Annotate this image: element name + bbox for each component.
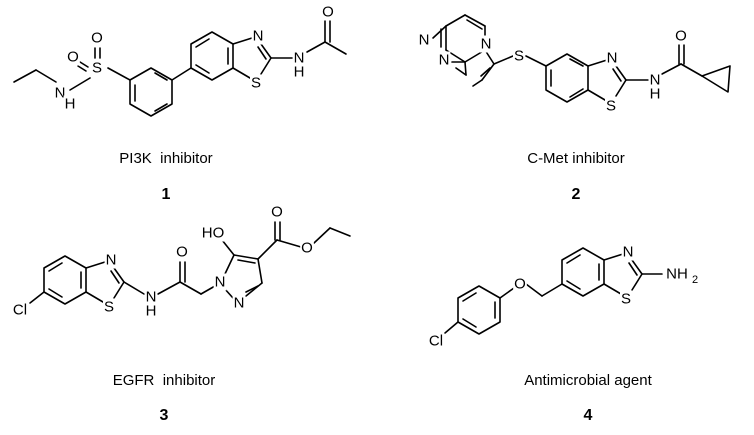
nitrogen-label: N — [607, 50, 618, 67]
nitrogen-label: N — [439, 52, 450, 69]
atom-label-background — [104, 251, 118, 269]
atom-label-background — [621, 243, 635, 261]
nitrogen-label: N — [146, 289, 157, 306]
atom-label-background — [11, 301, 29, 319]
compound-4-number: 4 — [583, 407, 593, 424]
compound-2-number: 2 — [571, 186, 581, 203]
oxygen-label: O — [67, 49, 79, 66]
nitrogen-label: N — [623, 244, 634, 261]
atom-label-background — [690, 274, 700, 286]
oxygen-label: O — [271, 204, 283, 221]
atom-label-background — [674, 27, 688, 45]
sulfur-label: S — [92, 60, 102, 77]
nitrogen-label: N — [294, 50, 305, 67]
atom-label-background — [648, 85, 662, 103]
atom-label-background — [175, 243, 189, 261]
atom-label-background — [251, 27, 265, 45]
compound-4-atom-labels: Cl O N S NH 2 — [427, 243, 700, 350]
oxygen-label: O — [322, 4, 334, 21]
atom-label-background — [90, 59, 104, 77]
oxygen-label: O — [176, 244, 188, 261]
atom-label-background — [417, 31, 431, 49]
atom-label-background — [427, 332, 445, 350]
atom-label-background — [437, 51, 451, 69]
atom-label-background — [665, 265, 689, 283]
compound-2-atom-labels: N N N S N S N H O — [417, 27, 688, 115]
nitrogen-label: N — [419, 32, 430, 49]
atom-label-background — [53, 84, 67, 102]
amine-label: NH — [666, 266, 688, 283]
oxygen-label: O — [675, 28, 687, 45]
sulfur-label: S — [251, 75, 261, 92]
atom-label-background — [292, 63, 306, 81]
atom-label-background — [63, 95, 77, 113]
compound-3-number: 3 — [159, 407, 169, 424]
atom-label-background — [102, 298, 116, 316]
atom-label-background — [292, 49, 306, 67]
hydroxyl-label: HO — [202, 225, 225, 242]
compound-3-atom-labels: Cl N S N H O N N HO O O — [11, 203, 314, 320]
compound-2-caption: C-Met inhibitor — [527, 150, 625, 167]
compound-3-structure: Cl N S N H O N N HO O O — [11, 203, 351, 320]
atom-label-background — [144, 302, 158, 320]
atom-label-background — [605, 49, 619, 67]
compound-1-caption: PI3K inhibitor — [119, 150, 213, 167]
subscript-2: 2 — [692, 274, 698, 286]
atom-label-background — [479, 35, 493, 53]
chlorine-label: Cl — [429, 333, 443, 350]
oxygen-label: O — [91, 30, 103, 47]
oxygen-label: O — [301, 240, 313, 257]
atom-label-background — [512, 47, 526, 65]
compound-1-atom-labels: O O S N H N S N H O — [53, 3, 335, 113]
atom-label-background — [648, 71, 662, 89]
atom-label-background — [619, 290, 633, 308]
oxygen-label: O — [514, 276, 526, 293]
atom-label-background — [90, 29, 104, 47]
compound-2-structure: N N N S N S N H O — [417, 14, 731, 115]
atom-label-background — [200, 224, 226, 242]
nitrogen-label: N — [253, 28, 264, 45]
hydrogen-label: H — [650, 86, 661, 103]
compound-3-bonds — [29, 221, 351, 305]
atom-label-background — [604, 97, 618, 115]
atom-label-background — [144, 288, 158, 306]
atom-label-background — [513, 275, 527, 293]
atom-label-background — [249, 74, 263, 92]
atom-label-background — [321, 3, 335, 21]
sulfur-label: S — [606, 98, 616, 115]
compound-4-structure: Cl O N S NH 2 — [427, 243, 700, 350]
nitrogen-label: N — [234, 295, 245, 312]
sulfur-label: S — [514, 48, 524, 65]
sulfur-label: S — [104, 299, 114, 316]
sulfur-label: S — [621, 291, 631, 308]
atom-label-background — [300, 239, 314, 257]
nitrogen-label: N — [55, 85, 66, 102]
atom-label-background — [213, 273, 227, 291]
hydrogen-label: H — [294, 64, 305, 81]
atom-label-background — [66, 48, 80, 66]
compound-2-bonds — [432, 14, 731, 103]
hydrogen-label: H — [146, 303, 157, 320]
nitrogen-label: N — [481, 36, 492, 53]
compound-1-bonds — [13, 19, 347, 117]
compound-4-bonds — [444, 247, 663, 335]
compound-1-structure: O O S N H N S N H O — [13, 3, 347, 117]
hydrogen-label: H — [65, 96, 76, 113]
compound-4-caption: Antimicrobial agent — [524, 372, 652, 389]
atom-label-background — [232, 294, 246, 312]
atom-label-background — [270, 203, 284, 221]
nitrogen-label: N — [650, 72, 661, 89]
compound-3-caption: EGFR inhibitor — [112, 372, 216, 389]
compound-1-number: 1 — [161, 186, 171, 203]
chlorine-label: Cl — [13, 302, 27, 319]
nitrogen-label: N — [215, 274, 226, 291]
nitrogen-label: N — [106, 252, 117, 269]
